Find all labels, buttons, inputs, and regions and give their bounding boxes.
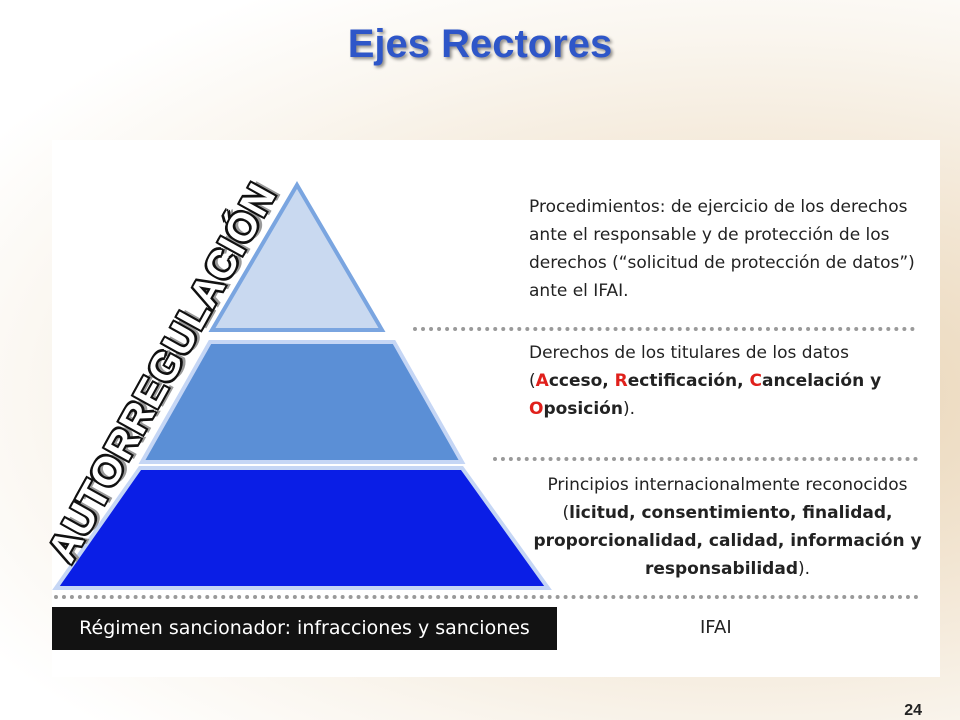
ifai-label: IFAI [700,617,732,638]
level-3-intro: Principios internacionalmente reconocido… [547,475,908,523]
separator-2 [493,457,918,461]
pyramid-tier-bottom [52,466,552,590]
level-1-description: Procedimientos: de ejercicio de los dere… [529,197,915,301]
pyramid-tier-middle [138,340,466,464]
arco-rest-o: posición [543,399,623,419]
separator-3 [54,595,919,599]
slide-number: 24 [904,702,922,719]
arco-letter-o: O [529,399,544,419]
principles-list: licitud, consentimiento, finalidad, prop… [533,503,922,579]
arco-letter-r: R [614,371,628,391]
arco-letter-c: C [749,371,763,391]
level-3-description: Principios internacionalmente reconocido… [530,471,925,583]
level-3-close: ). [798,559,811,579]
level-2-description: Derechos de los titulares de los datos (… [529,339,929,423]
arco-rest-r: ectificación, [627,371,750,391]
pyramid-tier-top [208,181,386,332]
separator-1 [413,327,915,331]
arco-rest-c: ancelación y [762,371,882,391]
arco-letter-a: A [535,371,549,391]
level-2-close: ). [622,399,635,419]
arco-rest-a: cceso, [548,371,615,391]
sanctions-regime-box: Régimen sancionador: infracciones y sanc… [52,607,557,650]
level-2-intro: Derechos de los titulares de los datos ( [529,343,849,391]
slide-title: Ejes Rectores [347,22,613,66]
